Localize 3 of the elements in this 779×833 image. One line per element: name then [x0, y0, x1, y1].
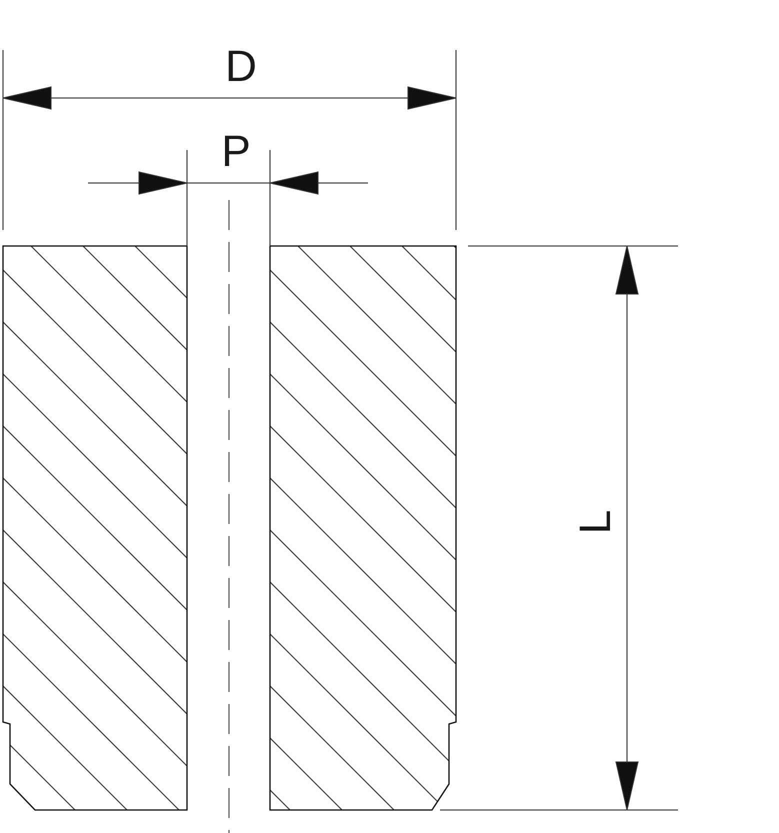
dimension-label: P — [221, 130, 251, 174]
dimension-label: D — [225, 45, 257, 89]
dimension-label: L — [574, 510, 618, 534]
